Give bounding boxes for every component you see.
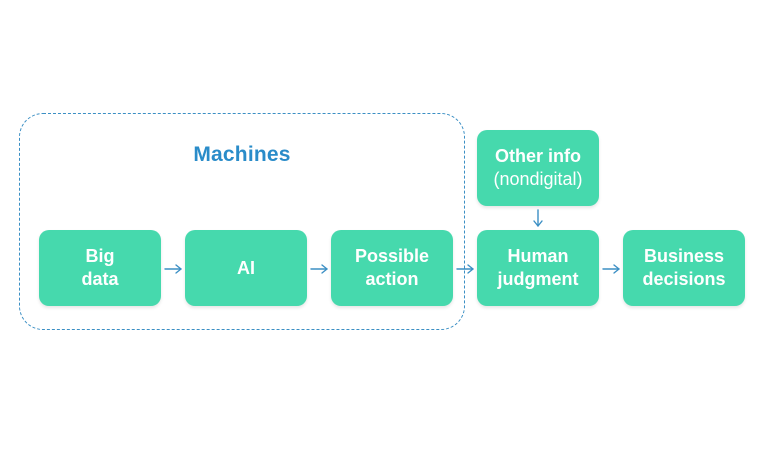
node-ai-line1: AI <box>237 257 255 278</box>
node-possible-action-line1: Possible <box>354 246 430 266</box>
machines-group-title: Machines <box>193 143 291 166</box>
machines-group-frame <box>19 113 465 330</box>
node-human-judgment-line2: judgment <box>497 269 579 289</box>
node-big-data-line1: Big <box>85 246 115 266</box>
node-possible-action: Possible action <box>331 230 453 306</box>
node-possible-action-line2: action <box>365 269 419 289</box>
node-business-decisions-line1: Business <box>643 246 725 266</box>
arrow-human-judgment-to-business-decisions <box>602 264 620 274</box>
node-business-decisions: Business decisions <box>623 230 745 306</box>
node-human-judgment: Human judgment <box>477 230 599 306</box>
node-other-info-line2: (nondigital) <box>493 169 583 189</box>
arrow-other-info-to-human-judgment <box>533 209 543 227</box>
node-other-info: Other info (nondigital) <box>477 130 599 206</box>
node-business-decisions-line2: decisions <box>642 269 726 289</box>
node-ai: AI <box>185 230 307 306</box>
node-other-info-line1: Other info <box>495 146 581 166</box>
node-big-data: Big data <box>39 230 161 306</box>
node-big-data-line2: data <box>81 269 119 289</box>
node-human-judgment-line1: Human <box>507 246 569 266</box>
